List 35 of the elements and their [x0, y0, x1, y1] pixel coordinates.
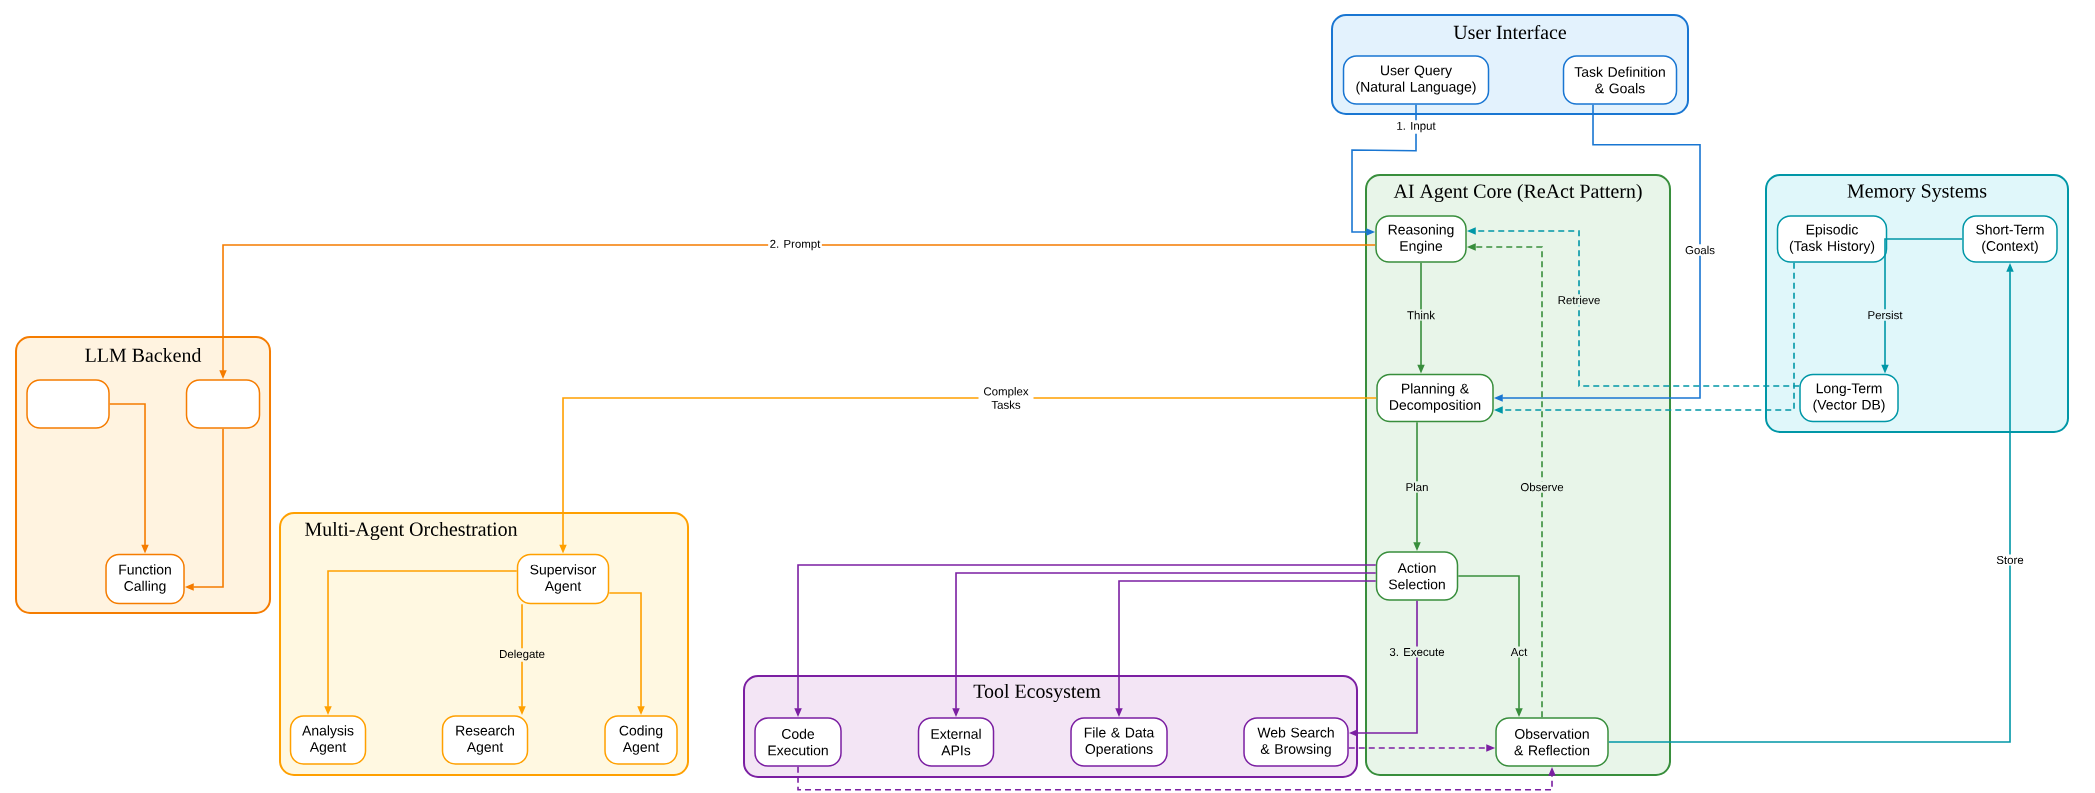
process-box: Coding Agent — [604, 715, 678, 765]
edge-label: Store — [1994, 554, 2026, 566]
arrow — [1351, 103, 1417, 236]
process-box: Analysis Agent — [289, 715, 367, 765]
empty-box — [26, 379, 110, 429]
edge-label: Retrieve — [1556, 294, 1602, 306]
edge-label: 1. Input — [1394, 120, 1438, 134]
process-box: Task Definition & Goals — [1562, 55, 1678, 105]
process-box: File & Data Operations — [1070, 717, 1168, 767]
edge-label: Goals — [1683, 244, 1717, 256]
process-box: Supervisor Agent — [516, 553, 610, 605]
empty-box — [185, 379, 261, 429]
edge-label: Delegate — [497, 648, 547, 662]
dashed-arrow — [797, 765, 1556, 791]
process-box: Reasoning Engine — [1375, 215, 1467, 263]
edge-label: Plan — [1404, 481, 1430, 493]
process-box: External APIs — [917, 717, 995, 767]
process-box: Code Execution — [754, 717, 842, 767]
process-box: Episodic (Task History) — [1776, 215, 1888, 263]
process-box: Long-Term (Vector DB) — [1799, 373, 1899, 423]
process-box: Observation & Reflection — [1495, 717, 1609, 767]
process-box: Function Calling — [105, 553, 185, 605]
process-box: Short-Term (Context) — [1962, 215, 2058, 263]
process-box: User Query (Natural Language) — [1342, 55, 1490, 105]
edge-label: Observe — [1518, 481, 1566, 493]
edge-label: 3. Execute — [1387, 646, 1447, 658]
edge-label: Act — [1509, 646, 1529, 658]
process-box: Planning & Decomposition — [1376, 373, 1494, 423]
edge-label: Complex Tasks — [978, 385, 1034, 411]
edge-label: Think — [1405, 309, 1437, 321]
edge-label: Persist — [1866, 309, 1904, 321]
process-box: Action Selection — [1375, 551, 1459, 601]
process-box: Research Agent — [441, 715, 529, 765]
edge-label: 2. Prompt — [768, 238, 822, 252]
process-box: Web Search & Browsing — [1243, 717, 1349, 767]
